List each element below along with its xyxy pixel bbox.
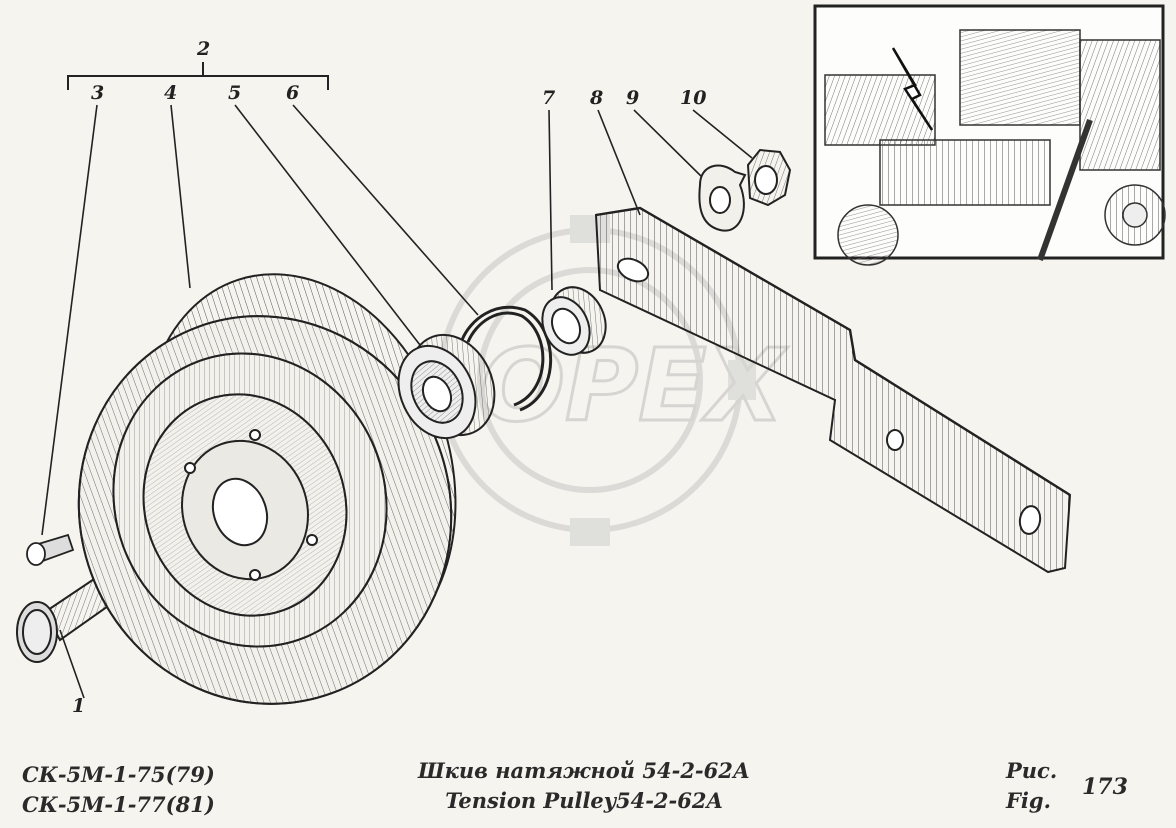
group-bracket: [67, 62, 329, 90]
figure-title: Шкив натяжной 54-2-62А Tension Pulley54-…: [418, 756, 750, 816]
callout-9: 9: [626, 87, 639, 109]
bushing: [541, 286, 607, 356]
callout-7: 7: [542, 87, 555, 109]
fig-label-en: Fig.: [1006, 788, 1051, 813]
callout-10: 10: [680, 87, 706, 109]
model-code: СК-5М-1-77(81): [22, 792, 215, 817]
model-codes: СК-5М-1-75(79) СК-5М-1-77(81): [22, 760, 215, 820]
callout-2: 2: [196, 38, 210, 60]
pin: [26, 533, 75, 566]
callout-1: 1: [72, 695, 85, 717]
callout-8: 8: [589, 87, 603, 109]
bearing: [397, 333, 496, 440]
callout-labels: 1 2 3 4 5 6 7 8 9 10: [72, 38, 706, 717]
callout-4: 4: [164, 82, 177, 104]
figure-number: 173: [1082, 774, 1128, 800]
callout-5: 5: [228, 82, 241, 104]
location-arrow-icon: [891, 47, 934, 131]
figure-label: Рис. Fig.: [1006, 756, 1057, 816]
leader-lines: [41, 104, 753, 699]
model-code: СК-5М-1-75(79): [22, 762, 215, 787]
callout-3: 3: [91, 82, 104, 104]
inset-location-photo: [813, 4, 1166, 266]
fig-label-ru: Рис.: [1006, 758, 1058, 783]
hex-nut: [746, 148, 792, 207]
lock-washer: [698, 164, 747, 232]
title-ru: Шкив натяжной 54-2-62А: [418, 758, 750, 783]
title-en: Tension Pulley54-2-62A: [445, 788, 723, 813]
snap-ring: [460, 305, 553, 412]
callout-6: 6: [286, 82, 299, 104]
lever-arm: [594, 206, 1072, 574]
pulley: [77, 273, 457, 705]
